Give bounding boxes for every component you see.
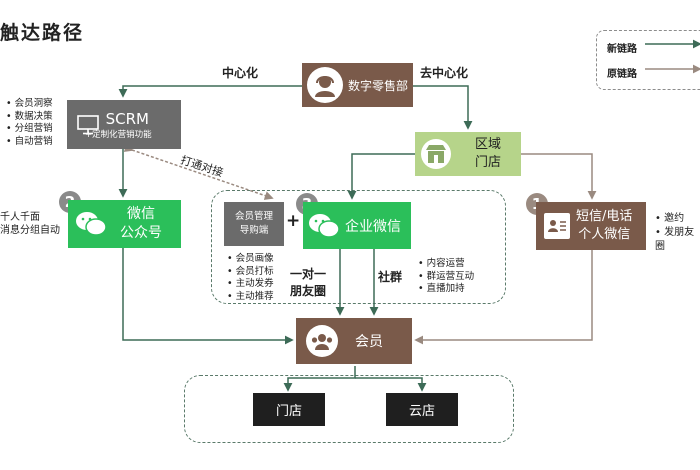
guide-feature: • 主动推荐: [227, 290, 274, 302]
sms-line1: 短信/电话: [576, 209, 633, 224]
store-icon: [421, 139, 451, 169]
node-scrm[interactable]: SCRM +定制化营销功能: [67, 100, 181, 149]
guide-line1: 会员管理: [234, 211, 273, 222]
guide-feature: • 主动发券: [227, 278, 274, 289]
scrm-feature: • 会员洞察: [6, 98, 53, 109]
page-title: 触达路径: [0, 22, 85, 44]
scrm-feature: • 自动营销: [6, 135, 53, 147]
edge-region-sms: [520, 153, 597, 200]
wecom-icon: [305, 212, 343, 240]
scrm-feature: • 数据决策: [6, 110, 53, 122]
scrm-feature: • 分组营销: [6, 123, 53, 134]
headset-icon: [307, 67, 343, 103]
wecom-feature: • 内容运营: [418, 258, 465, 269]
official-line1: 微信: [127, 206, 155, 222]
node-member[interactable]: 会员: [296, 318, 412, 364]
member-label: 会员: [355, 334, 383, 350]
scrm-title: SCRM: [105, 109, 149, 128]
plus-sign: +: [286, 211, 301, 231]
sms-side-list: • 邀约 • 发朋友圈: [655, 212, 700, 254]
wecom-group-box: [211, 190, 506, 304]
edge-region-wecom: [347, 153, 415, 200]
edge-centralize: [118, 85, 302, 98]
region-line1: 区域: [475, 137, 502, 152]
edge-member-cloud: [355, 377, 427, 392]
monitor-icon: [75, 114, 101, 135]
outlet-group-box: [184, 375, 514, 443]
group-icon: [306, 325, 338, 357]
label-centralize: 中心化: [222, 66, 259, 80]
wecom-label: 企业微信: [345, 218, 401, 235]
legend: 新链路 原链路: [596, 30, 700, 90]
wecom-feature: • 群运营互动: [418, 270, 475, 282]
edge-official-member: [122, 248, 294, 345]
node-wechat-official[interactable]: 微信 公众号: [68, 200, 181, 248]
label-moments: 一对一 朋友圈: [290, 267, 327, 298]
wechat-icon: [72, 210, 110, 238]
node-store[interactable]: 门店: [253, 393, 325, 426]
guide-feature: • 会员画像: [227, 253, 274, 264]
node-member-guide[interactable]: 会员管理 导购端: [224, 202, 284, 246]
contact-card-icon: [544, 213, 570, 239]
region-line2: 门店: [475, 155, 502, 170]
official-side-item: 千人千面: [0, 212, 40, 223]
wecom-feature-list: • 内容运营 • 群运营互动 • 直播加持: [418, 258, 474, 296]
guide-line2: 导购端: [239, 225, 269, 236]
sms-side-item: • 邀约: [655, 213, 685, 224]
wecom-feature: • 直播加持: [418, 283, 465, 294]
scrm-feature-list: • 会员洞察 • 数据决策 • 分组营销 • 自动营销: [6, 98, 53, 148]
node-region-store[interactable]: 区域 门店: [415, 132, 521, 176]
legend-new-label: 新链路: [607, 44, 637, 55]
label-decentralize: 去中心化: [420, 66, 469, 80]
guide-feature: • 会员打标: [227, 265, 274, 277]
sms-side-item: • 发朋友圈: [655, 227, 695, 252]
sms-line2: 个人微信: [578, 227, 631, 242]
scrm-subtitle: +定制化营销功能: [85, 129, 152, 140]
node-cloud-store[interactable]: 云店: [386, 393, 458, 426]
node-sms-personal[interactable]: 短信/电话 个人微信: [536, 202, 646, 250]
edge-sms-member: [414, 250, 593, 345]
official-line2: 公众号: [120, 225, 162, 241]
official-side-item: 消息分组自动: [0, 225, 60, 236]
node-digital-retail[interactable]: 数字零售部: [302, 63, 413, 107]
edge-member-outlets: [283, 366, 356, 392]
label-community: 社群: [378, 270, 403, 284]
node-enterprise-wechat[interactable]: 企业微信: [303, 202, 411, 249]
legend-old-label: 原链路: [607, 69, 637, 80]
guide-feature-list: • 会员画像 • 会员打标 • 主动发券 • 主动推荐: [227, 253, 274, 303]
edge-decentralize: [413, 85, 473, 130]
official-side-list: 千人千面 消息分组自动: [0, 211, 60, 237]
node-digital-retail-label: 数字零售部: [348, 78, 409, 93]
